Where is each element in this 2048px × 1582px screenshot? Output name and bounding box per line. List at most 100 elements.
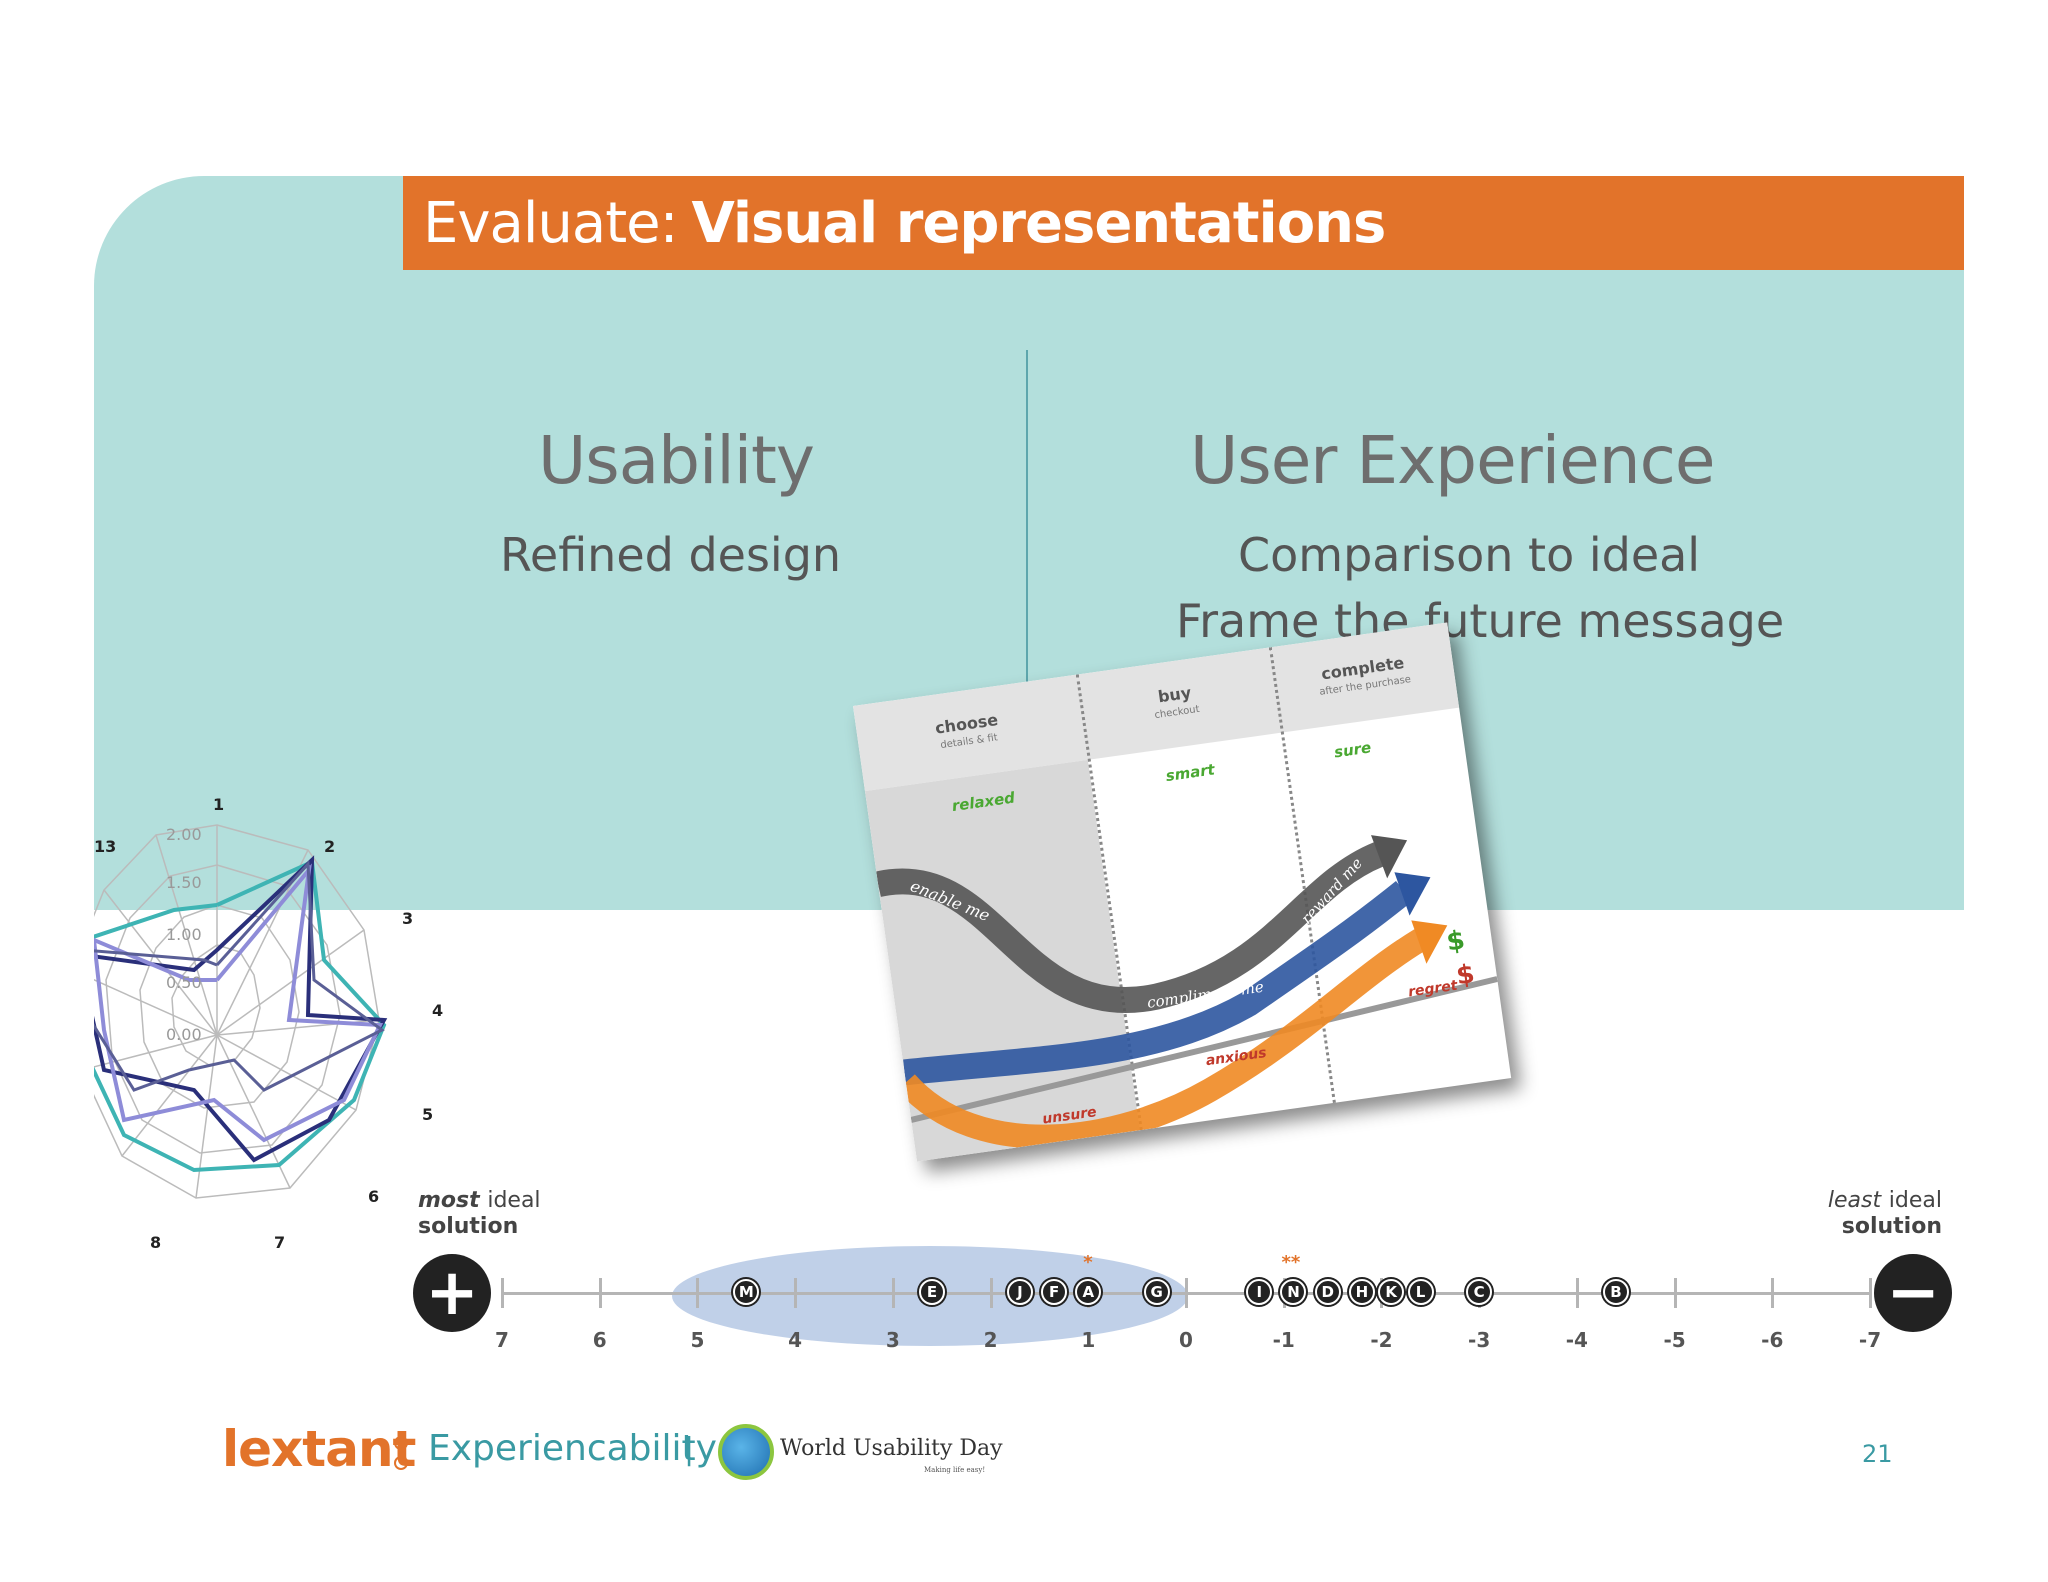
orange-arrow-head — [1411, 920, 1448, 964]
world-usability-day: World Usability Day — [780, 1436, 1003, 1461]
wud-tagline: Making life easy! — [924, 1466, 986, 1474]
scale-marker-k: K — [1378, 1279, 1405, 1305]
scale-tick-label: 5 — [690, 1328, 705, 1352]
scale-tick — [1185, 1278, 1188, 1308]
scale-marker-b: B — [1602, 1279, 1629, 1305]
footer-tagline: Experiencability — [428, 1428, 717, 1469]
radar-series-lavender — [94, 863, 384, 1143]
scale-marker-m: M — [733, 1279, 760, 1305]
scale-tick-label: -2 — [1370, 1328, 1393, 1352]
mood-regret: regret — [1407, 978, 1460, 1001]
marker-star: * — [1083, 1252, 1093, 1273]
scale-marker-a: A — [1075, 1279, 1102, 1305]
scale-tick-label: -1 — [1272, 1328, 1295, 1352]
scale-tick-label: -7 — [1858, 1328, 1882, 1352]
radar-axis-label: 7 — [274, 1233, 285, 1252]
scale-marker-c: C — [1466, 1279, 1493, 1305]
scale-tick-label: 2 — [983, 1328, 998, 1352]
scale-tick-label: 4 — [788, 1328, 803, 1352]
user-experience-heading: User Experience — [1190, 422, 1715, 499]
radar-series-teal — [94, 859, 387, 1173]
radar-tick-label: 1.50 — [166, 873, 202, 892]
plus-icon: + — [413, 1254, 491, 1332]
logo-dot-icon — [394, 1456, 408, 1470]
radar-series-navy — [94, 855, 388, 1163]
logo-dot-icon — [394, 1436, 408, 1450]
minus-icon: − — [1874, 1254, 1952, 1332]
scale-tick-label: -5 — [1663, 1328, 1686, 1352]
scale-tick-label: 3 — [885, 1328, 900, 1352]
baseline — [910, 976, 1498, 1123]
scale-tick — [1869, 1278, 1872, 1308]
radar-axis-label: 2 — [324, 837, 335, 856]
enable-arrow-head — [1371, 835, 1408, 879]
least-word: least — [1827, 1188, 1882, 1213]
scale-tick-label: -4 — [1565, 1328, 1588, 1352]
radar-axis-label: 5 — [422, 1105, 433, 1124]
scale-tick-label: 7 — [495, 1328, 509, 1352]
scale-tick — [989, 1278, 993, 1308]
scale-marker-e: E — [918, 1279, 945, 1305]
page-number: 21 — [1862, 1440, 1893, 1468]
title-main: Visual representations — [691, 190, 1386, 256]
radar-axis-label: 1 — [213, 795, 224, 814]
title-prefix: Evaluate: — [423, 190, 678, 256]
radar-tick-label: 0.50 — [166, 973, 202, 992]
scale-tick-label: -3 — [1468, 1328, 1491, 1352]
mood-unsure: unsure — [1041, 1104, 1097, 1127]
scale-tick — [1673, 1278, 1677, 1308]
solution-word: solution — [418, 1214, 519, 1239]
scale-tick-label: -6 — [1761, 1328, 1784, 1352]
ideal-word: ideal — [1888, 1188, 1942, 1213]
usability-subtitle: Refined design — [500, 528, 842, 582]
radar-axis-label: 6 — [368, 1187, 379, 1206]
footer-separator: | — [684, 1432, 695, 1467]
reward-arrow-path — [903, 880, 1413, 1086]
most-ideal-label: most ideal solution — [418, 1188, 541, 1240]
scale-tick — [794, 1278, 798, 1308]
usability-heading: Usability — [538, 422, 815, 499]
reward-arrow-head — [1394, 872, 1431, 916]
radar-series-slate — [94, 860, 385, 1092]
scale-tick — [1771, 1278, 1775, 1308]
scale-marker-g: G — [1143, 1279, 1170, 1305]
enable-arrow-path — [875, 842, 1384, 1013]
globe-icon — [718, 1424, 774, 1480]
most-word: most — [418, 1188, 480, 1213]
radar-tick-label: 2.00 — [166, 825, 202, 844]
scale-tick-label: 6 — [592, 1328, 607, 1352]
scale-tick-label: 0 — [1179, 1328, 1193, 1352]
marker-star: ** — [1281, 1252, 1301, 1273]
dollar-red: $ — [1454, 959, 1476, 991]
scale-tick — [891, 1278, 895, 1308]
scale-tick-label: 1 — [1081, 1328, 1096, 1352]
radar-axis-label: 3 — [402, 909, 413, 928]
scale-marker-f: F — [1041, 1279, 1068, 1305]
scale-marker-l: L — [1407, 1279, 1434, 1305]
radar-tick-label: 1.00 — [166, 925, 202, 944]
scale-tick — [598, 1278, 602, 1308]
dollar-green: $ — [1445, 925, 1467, 957]
radar-axis-label: 4 — [432, 1001, 443, 1020]
scale-marker-i: I — [1246, 1279, 1273, 1305]
ideal-word: ideal — [487, 1188, 541, 1213]
radar-axis-label: 13 — [94, 837, 116, 856]
column-divider — [1026, 350, 1028, 790]
ux-subtitle-future: Frame the future message — [1176, 594, 1785, 648]
least-ideal-label: least ideal solution — [1818, 1188, 1942, 1240]
scale-tick — [1575, 1278, 1579, 1308]
lextant-logo: lextant — [222, 1420, 416, 1478]
scale-tick — [696, 1278, 700, 1308]
scale-marker-n: N — [1280, 1279, 1307, 1305]
scale-marker-d: D — [1314, 1279, 1341, 1305]
radar-tick-label: 0.00 — [166, 1025, 202, 1044]
scale-marker-h: H — [1348, 1279, 1375, 1305]
radar-chart: 1 2 3 4 5 6 7 8 13 2.00 1.50 1.00 0.50 0… — [94, 795, 443, 1252]
scale-tick — [501, 1278, 504, 1308]
journey-curves: enable me compliment me reward me unsure… — [875, 835, 1498, 1149]
radar-axis-label: 8 — [150, 1233, 161, 1252]
title-bar: Evaluate: Visual representations — [403, 176, 1964, 270]
orange-arrow-path — [896, 928, 1428, 1149]
journey-map-image: choose details & fit buy checkout comple… — [853, 622, 1512, 1162]
ux-subtitle-comparison: Comparison to ideal — [1238, 528, 1701, 582]
